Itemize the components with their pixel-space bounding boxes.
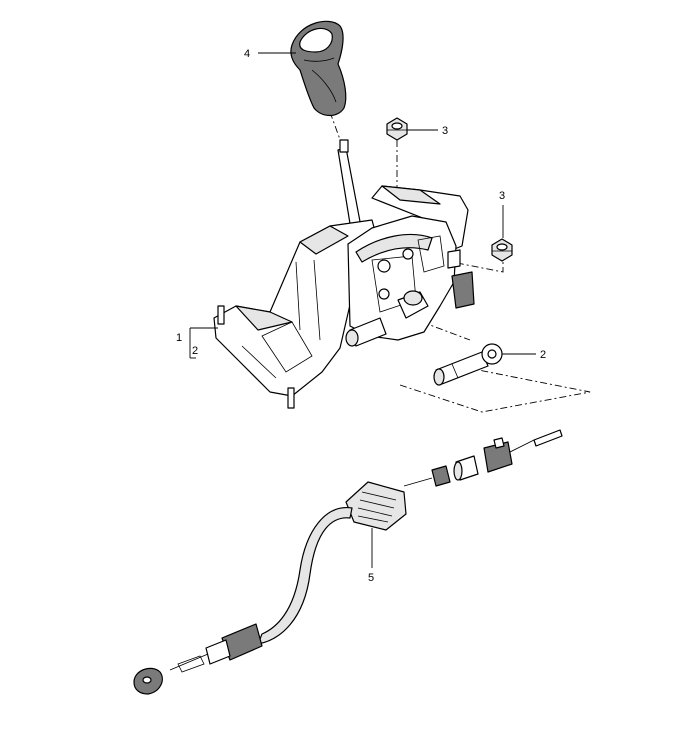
callout-nut-right: 3: [499, 190, 505, 238]
nut-top: [386, 117, 408, 141]
callout-cable: 5: [368, 528, 374, 584]
callout-bracket-label-b: 2: [192, 345, 198, 357]
nut-right: [491, 238, 513, 262]
callout-pin: 2: [502, 349, 546, 361]
callout-nut-right-label: 3: [499, 190, 505, 202]
pivot-pin: [433, 343, 503, 386]
callout-bracket-label-a: 1: [176, 332, 182, 344]
shift-knob: [290, 20, 347, 117]
callout-knob-label: 4: [244, 48, 250, 60]
callout-bracket: 1 2: [176, 327, 218, 359]
callout-pin-label: 2: [540, 349, 546, 361]
selector-housing: [213, 139, 475, 409]
callout-nut-top: 3: [407, 125, 448, 137]
callout-cable-label: 5: [368, 572, 374, 584]
callout-knob: 4: [244, 48, 296, 60]
callout-nut-top-label: 3: [442, 125, 448, 137]
selector-cable: [133, 429, 563, 695]
